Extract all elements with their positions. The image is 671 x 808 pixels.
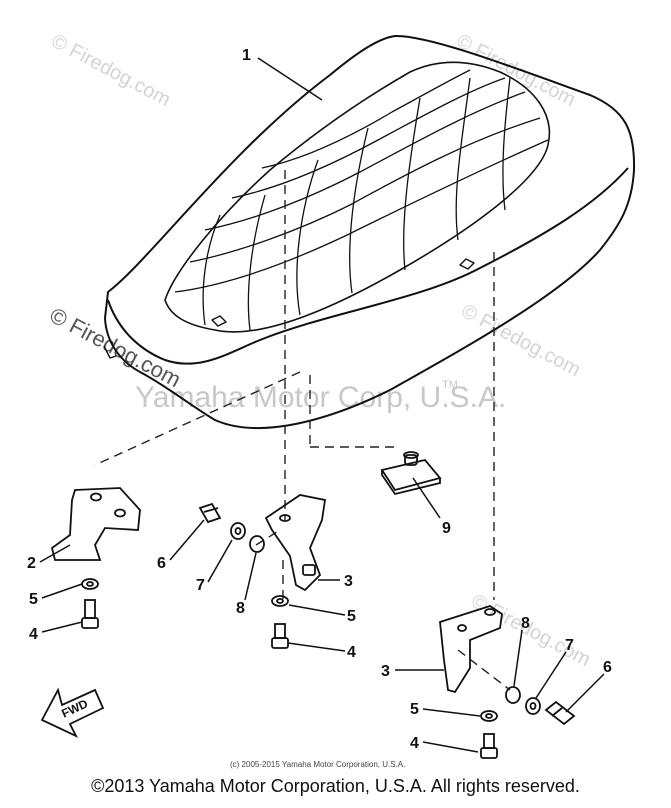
callout-6-middle: 6	[157, 555, 166, 572]
part-7-washer-middle	[230, 522, 246, 540]
footer-copyright: ©2013 Yamaha Motor Corporation, U.S.A. A…	[91, 776, 580, 796]
part-6-bolt-right	[544, 700, 576, 726]
part-3-bracket-middle	[264, 494, 327, 592]
assembly-dash-lines	[94, 170, 511, 691]
callout-3-right: 3	[381, 663, 390, 680]
fwd-arrow: FWD	[40, 687, 105, 738]
watermark-firedog-bottom-right: © Firedog.com	[468, 590, 594, 671]
callout-4-middle: 4	[347, 644, 356, 661]
small-copyright: (c) 2005-2015 Yamaha Motor Corporation, …	[230, 760, 406, 769]
part-6-bolt-middle	[198, 502, 222, 524]
part-8-washer-middle	[249, 535, 265, 553]
part-5-washer-middle	[271, 595, 289, 607]
callout-2: 2	[27, 555, 36, 572]
callout-5-left: 5	[29, 591, 38, 608]
part-2-bracket	[50, 487, 141, 561]
watermark-tm: TM	[442, 379, 458, 391]
part-4-bolt-right	[480, 733, 498, 759]
part-9-clip	[380, 451, 442, 496]
part-4-bolt-middle	[271, 623, 289, 649]
part-5-washer-right	[480, 710, 498, 722]
callout-5-middle: 5	[347, 608, 356, 625]
seat-assembly	[103, 34, 636, 430]
callout-9: 9	[442, 520, 451, 537]
callout-4-right: 4	[410, 735, 419, 752]
callout-7-middle: 7	[196, 577, 205, 594]
callout-5-right: 5	[410, 701, 419, 718]
part-4-bolt-left	[81, 599, 99, 629]
callout-8-middle: 8	[236, 600, 245, 617]
watermark-firedog-top-left: © Firedog.com	[48, 30, 174, 111]
callout-1: 1	[242, 47, 251, 64]
callout-8-right: 8	[521, 615, 530, 632]
callout-7-right: 7	[565, 637, 574, 654]
watermark-firedog-top-right: © Firedog.com	[453, 30, 579, 111]
callout-4-left: 4	[29, 626, 38, 643]
part-7-washer-right	[525, 697, 541, 715]
leader-lines	[39, 57, 605, 753]
part-8-washer-right	[505, 686, 521, 704]
part-3-bracket-right	[439, 605, 503, 694]
part-5-washer-left	[81, 578, 99, 590]
callout-3-middle: 3	[344, 573, 353, 590]
callout-6-right: 6	[603, 659, 612, 676]
